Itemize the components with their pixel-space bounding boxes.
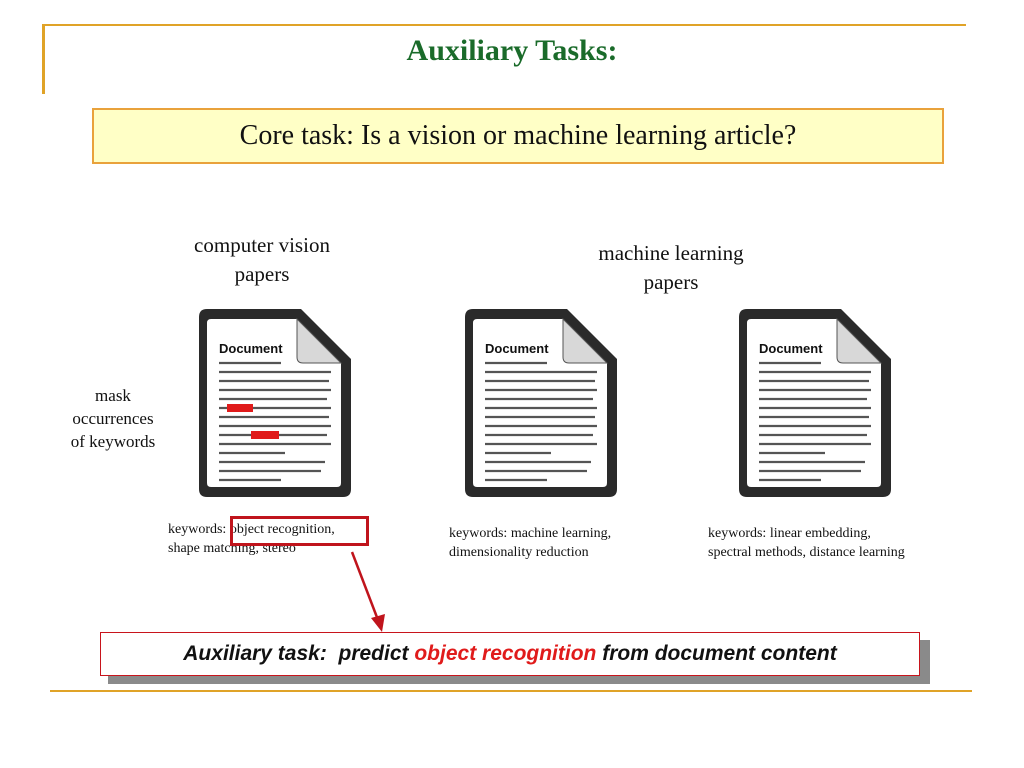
keywords-caption-ml-1: keywords: machine learning, dimensionali… [449,524,611,562]
keywords-line: keywords: machine learning, [449,526,612,541]
mask-label-line: mask [95,386,131,405]
document-icon-graphic: Document [199,309,351,497]
mask-label-line: of keywords [70,432,156,451]
mask-label-line: occurrences [72,409,154,428]
auxiliary-task-suffix: from document content [596,642,837,665]
document-icon: Document [193,305,355,501]
slide-title: Auxiliary Tasks: [406,34,618,67]
bottom-divider [50,690,972,692]
document-icon-graphic: Document [739,309,891,497]
keywords-line: keywords: linear embedding, [708,526,871,541]
document-icon: Document [459,305,621,501]
document-heading: Document [485,341,549,356]
keywords-line: dimensionality reduction [449,545,589,560]
keywords-line: keywords: object recognition, [168,522,335,537]
document-heading: Document [219,341,283,356]
group-label-line: papers [643,270,699,294]
frame-vertical-line [42,24,45,94]
core-task-box: Core task: Is a vision or machine learni… [92,108,944,164]
group-label-machine-learning: machine learning papers [576,239,766,297]
document-icon: Document [733,305,895,501]
keywords-line: spectral methods, distance learning [708,545,905,560]
keyword-mask [251,431,279,439]
auxiliary-task-prefix: Auxiliary task: predict [183,642,415,665]
frame-top-line [42,24,966,26]
keyword-mask [227,404,253,412]
auxiliary-task-highlight: object recognition [414,642,597,665]
arrow-icon [350,551,385,632]
keyword-highlight-box [230,516,369,546]
document-icon-graphic: Document [465,309,617,497]
group-label-line: computer vision [194,233,330,257]
group-label-computer-vision: computer vision papers [168,231,356,289]
group-label-line: machine learning [598,241,744,265]
auxiliary-task-box: Auxiliary task: predict object recogniti… [100,632,920,676]
group-label-line: papers [234,262,290,286]
mask-label: mask occurrences of keywords [58,384,168,453]
core-task-text: Core task: Is a vision or machine learni… [239,120,797,151]
keywords-caption-ml-2: keywords: linear embedding, spectral met… [708,524,905,562]
document-heading: Document [759,341,823,356]
